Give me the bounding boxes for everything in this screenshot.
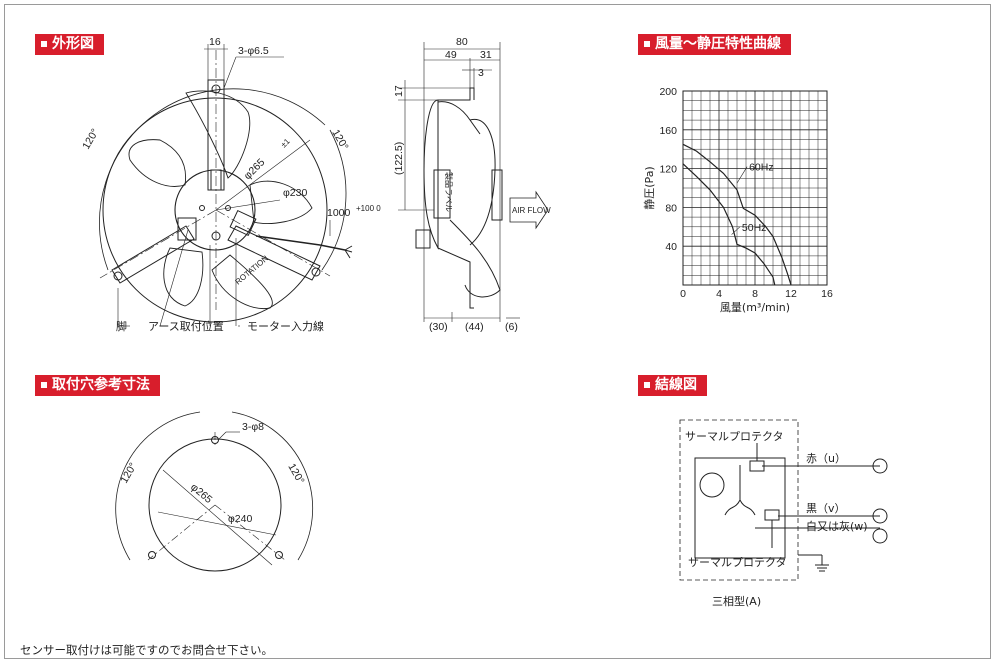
- dim-30: (30): [429, 321, 448, 333]
- dim-230: φ230: [283, 187, 307, 199]
- side-view: [398, 42, 549, 322]
- mount-120-left: 120°: [118, 461, 139, 486]
- wiring-tp-top: サーマルプロテクタ: [685, 430, 784, 443]
- section-curve-title: 風量～静圧特性曲線: [638, 34, 791, 55]
- dim-3: 3: [478, 67, 484, 79]
- dim-6: (6): [505, 321, 518, 333]
- chart-y-tick: 120: [659, 164, 677, 176]
- chart-series-leader: [736, 166, 748, 184]
- airflow-label: AIR FLOW: [512, 206, 551, 215]
- mount-265: φ265: [188, 481, 214, 506]
- dim-16: 16: [209, 36, 221, 48]
- wire-red: 赤（u）: [806, 452, 846, 465]
- chart-series-label: 50Hz: [742, 222, 767, 234]
- chart-x-label: 風量(m³/min): [720, 301, 790, 314]
- mount-holes: 3-φ8: [242, 421, 264, 433]
- section-mount-title: 取付穴参考寸法: [35, 375, 160, 396]
- chart-x-tick: 8: [752, 288, 758, 300]
- dim-holes: 3-φ6.5: [238, 45, 269, 57]
- dim-44: (44): [465, 321, 484, 333]
- wiring-tp-bottom: サーマルプロテクタ: [688, 556, 787, 569]
- label-plate: 製品ラベル: [444, 172, 454, 212]
- dim-17: 17: [393, 85, 405, 97]
- cable-length: 1000: [327, 207, 351, 219]
- dim-80: 80: [456, 36, 468, 48]
- chart-series-leader: [731, 226, 741, 235]
- label-earth: アース取付位置: [148, 319, 224, 333]
- chart-y-tick: 200: [659, 86, 677, 98]
- dim-31: 31: [480, 49, 492, 61]
- performance-chart: 0 4 8 12 16 200 160 120 80 40 風量(m³/min) 静圧(Pa) 60Hz…: [642, 86, 833, 314]
- chart-series-label: 60Hz: [749, 162, 774, 174]
- chart-series-line: [682, 143, 792, 286]
- chart-x-tick: 4: [716, 288, 722, 300]
- mount-view: [115, 411, 314, 572]
- wiring-diagram: [679, 419, 888, 581]
- sheet-border: [4, 4, 991, 659]
- label-motor-wire: モーター入力線: [247, 319, 324, 333]
- dim-49: 49: [445, 49, 457, 61]
- chart-y-tick: 80: [665, 202, 677, 214]
- chart-x-tick: 12: [785, 288, 797, 300]
- label-leg: 脚: [116, 319, 127, 333]
- wiring-type: 三相型(A): [712, 594, 761, 608]
- chart-y-tick: 160: [659, 125, 677, 137]
- angle-120-left: 120°: [80, 127, 101, 152]
- cable-tolerance: +100 0: [356, 204, 381, 213]
- chart-x-tick: 16: [821, 288, 833, 300]
- front-view: [99, 44, 353, 327]
- chart-series-line: [682, 163, 776, 286]
- section-wiring-title: 結線図: [638, 375, 707, 396]
- footnote: センサー取付けは可能ですのでお問合せ下さい。: [20, 643, 273, 657]
- angle-120-right: 120°: [329, 128, 350, 153]
- wire-black: 黒（v）: [806, 502, 846, 515]
- wire-white: 白又は灰(w): [806, 519, 868, 533]
- dim-122-5: (122.5): [393, 142, 405, 175]
- chart-y-label: 静圧(Pa): [642, 166, 656, 209]
- dim-265-tol: ±1: [279, 136, 292, 149]
- mount-240: φ240: [228, 513, 252, 525]
- dim-265: φ265: [242, 156, 268, 182]
- chart-y-tick: 40: [665, 241, 677, 253]
- section-outline-title: 外形図: [35, 34, 104, 55]
- chart-x-tick: 0: [680, 288, 686, 300]
- mount-120-right: 120°: [285, 462, 306, 487]
- rotation-label: ROTATION: [234, 254, 271, 287]
